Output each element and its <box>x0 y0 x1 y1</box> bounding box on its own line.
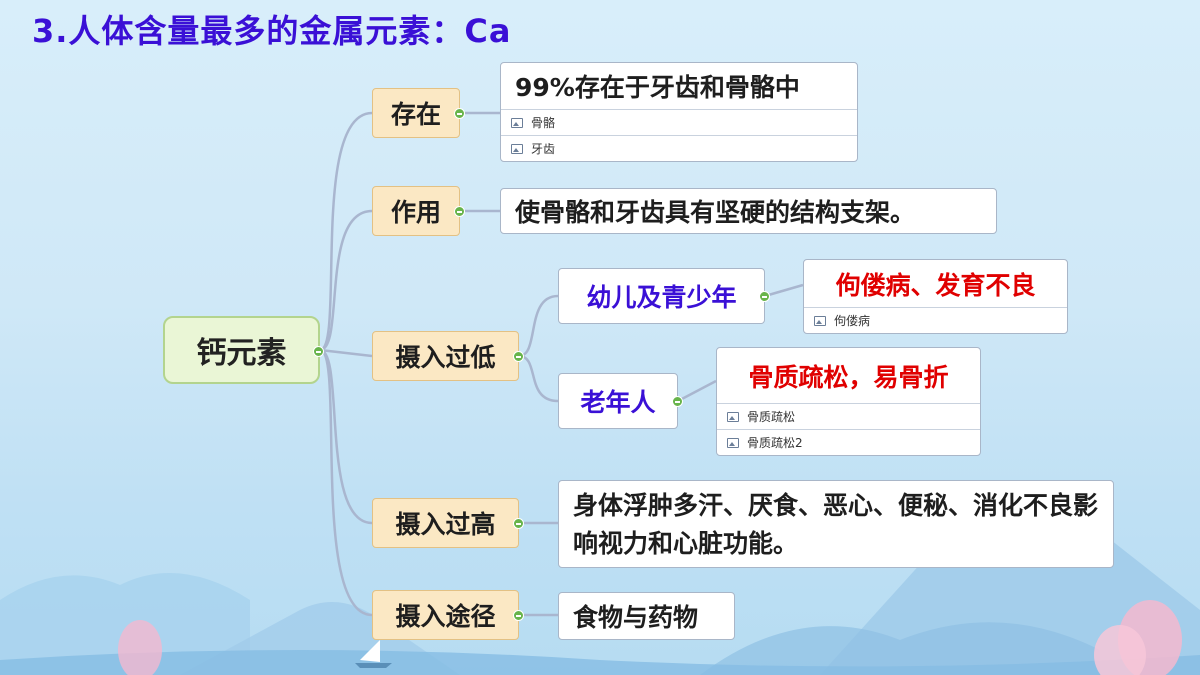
connector-root-route <box>319 348 373 617</box>
detail-text: 身体浮肿多汗、厌食、恶心、便秘、消化不良影响视力和心脏功能。 <box>573 491 1099 558</box>
connector-root-function <box>319 209 373 352</box>
image-icon <box>727 437 739 448</box>
attachment-label: 骨质疏松2 <box>747 436 803 450</box>
detail-existence[interactable]: 99%存在于牙齿和骨骼中 骨骼 牙齿 <box>500 62 858 162</box>
detail-elderly[interactable]: 骨质疏松，易骨折 骨质疏松 骨质疏松2 <box>716 347 981 456</box>
attachment-item[interactable]: 骨质疏松2 <box>717 429 980 455</box>
connector-low-youth <box>518 294 559 358</box>
subnode-label: 幼儿及青少年 <box>586 283 737 312</box>
detail-youth[interactable]: 佝偻病、发育不良 佝偻病 <box>803 259 1068 334</box>
subnode-youth[interactable]: 幼儿及青少年 <box>558 268 770 324</box>
detail-text: 使骨骼和牙齿具有坚硬的结构支架。 <box>515 197 916 227</box>
connector-elderly-detail <box>677 379 717 403</box>
branch-label: 存在 <box>390 100 441 129</box>
connector-low-elderly <box>518 354 559 403</box>
image-icon <box>814 315 826 326</box>
branch-high-intake[interactable]: 摄入过高 <box>372 498 524 548</box>
collapse-toggle-icon[interactable] <box>313 346 324 357</box>
collapse-toggle-icon[interactable] <box>672 396 683 407</box>
branch-function[interactable]: 作用 <box>372 186 465 236</box>
attachment-item[interactable]: 牙齿 <box>501 135 857 161</box>
attachment-item[interactable]: 骨骼 <box>501 109 857 135</box>
attachment-label: 牙齿 <box>531 142 556 156</box>
page-title: 3.人体含量最多的金属元素：Ca <box>32 12 512 50</box>
branch-label: 作用 <box>390 198 441 227</box>
branch-existence[interactable]: 存在 <box>372 88 465 138</box>
collapse-toggle-icon[interactable] <box>454 206 465 217</box>
connector-root-existence <box>319 111 373 352</box>
detail-high-intake[interactable]: 身体浮肿多汗、厌食、恶心、便秘、消化不良影响视力和心脏功能。 <box>558 480 1114 568</box>
detail-text: 食物与药物 <box>573 602 699 632</box>
branch-intake-route[interactable]: 摄入途径 <box>372 590 524 640</box>
collapse-toggle-icon[interactable] <box>454 108 465 119</box>
image-icon <box>511 117 523 128</box>
branch-label: 摄入过高 <box>395 510 496 539</box>
subnode-elderly[interactable]: 老年人 <box>558 373 683 429</box>
attachment-label: 骨质疏松 <box>747 410 796 424</box>
attachment-item[interactable]: 骨质疏松 <box>717 403 980 429</box>
collapse-toggle-icon[interactable] <box>513 610 524 621</box>
detail-text: 佝偻病、发育不良 <box>835 270 1036 300</box>
subnode-label: 老年人 <box>580 388 656 417</box>
connector-youth-detail <box>764 283 804 298</box>
attachment-label: 佝偻病 <box>834 314 871 328</box>
root-node[interactable]: 钙元素 <box>163 316 324 384</box>
connector-root-high <box>319 348 373 525</box>
detail-intake-route[interactable]: 食物与药物 <box>558 592 735 640</box>
image-icon <box>511 143 523 154</box>
collapse-toggle-icon[interactable] <box>759 291 770 302</box>
connector-root-low <box>319 348 373 358</box>
detail-text: 99%存在于牙齿和骨骼中 <box>515 73 800 102</box>
collapse-toggle-icon[interactable] <box>513 518 524 529</box>
branch-label: 摄入过低 <box>395 343 496 372</box>
detail-function[interactable]: 使骨骼和牙齿具有坚硬的结构支架。 <box>500 188 997 234</box>
image-icon <box>727 411 739 422</box>
detail-text: 骨质疏松，易骨折 <box>748 362 949 392</box>
root-label: 钙元素 <box>196 336 287 371</box>
collapse-toggle-icon[interactable] <box>513 351 524 362</box>
branch-label: 摄入途径 <box>395 602 496 631</box>
attachment-label: 骨骼 <box>531 116 556 130</box>
branch-low-intake[interactable]: 摄入过低 <box>372 331 524 381</box>
attachment-item[interactable]: 佝偻病 <box>804 307 1067 333</box>
